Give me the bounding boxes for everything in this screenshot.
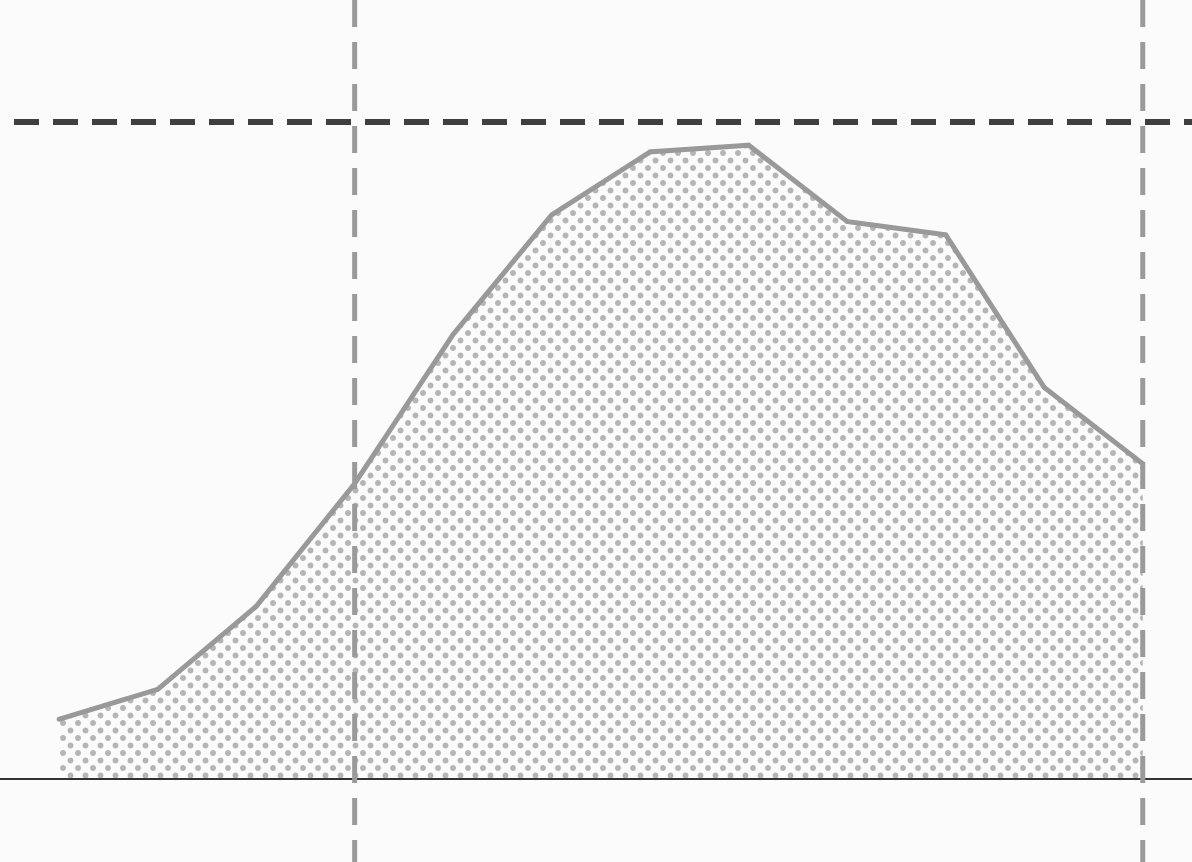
area-fill	[59, 145, 1143, 779]
series-line	[58, 142, 1145, 722]
data-point-0	[155, 686, 161, 692]
data-point--1	[56, 716, 62, 722]
data-point-7	[844, 219, 850, 225]
data-point-6	[746, 142, 752, 148]
data-point-1	[253, 603, 259, 609]
data-point-5	[647, 149, 653, 155]
data-point-4	[549, 212, 555, 218]
data-point-3	[450, 331, 456, 337]
data-point-9	[1041, 384, 1047, 390]
data-point-8	[943, 232, 949, 238]
